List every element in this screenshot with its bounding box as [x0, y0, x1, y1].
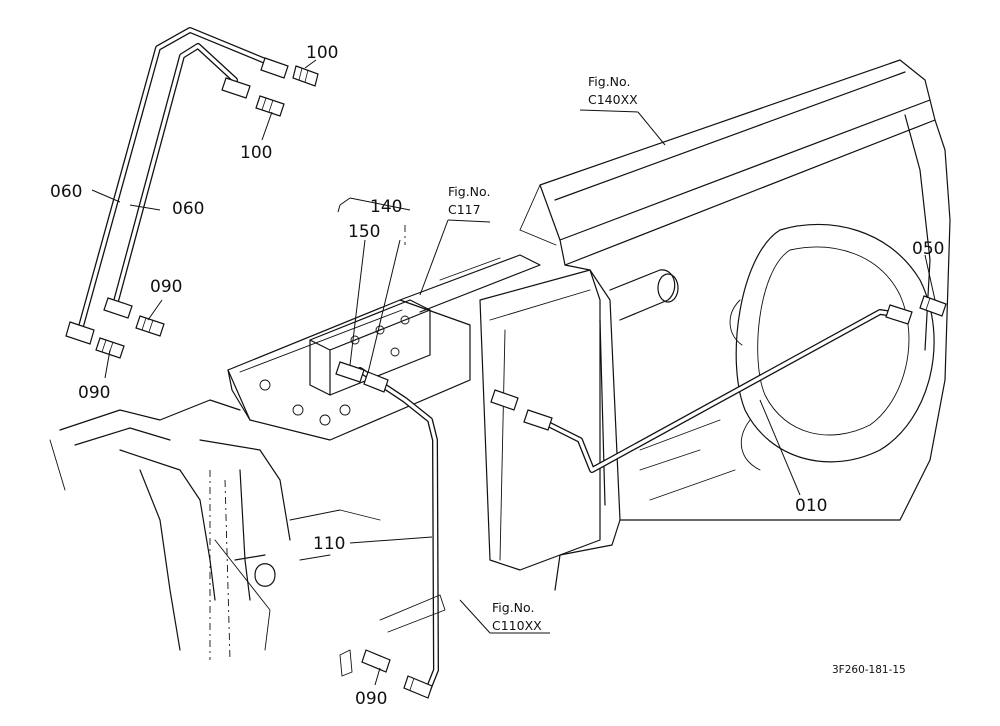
fittings — [65, 57, 947, 699]
control-valve-assembly — [227, 254, 541, 441]
callout-100-top: 100 — [306, 43, 338, 63]
union-100-mid — [221, 77, 285, 117]
callouts: 100 100 060 060 140 150 090 090 090 110 … — [50, 43, 944, 709]
union-100-top — [260, 57, 319, 87]
fig-ref-c110-line1: Fig.No. — [492, 600, 534, 615]
callout-100-mid: 100 — [240, 143, 272, 163]
callout-110: 110 — [313, 534, 345, 554]
figure-references: Fig.No. C140XX Fig.No. C117 Fig.No. C110… — [448, 74, 638, 633]
fitting-case-mid — [490, 389, 553, 431]
callout-150: 150 — [348, 222, 380, 242]
rear-frame — [49, 399, 381, 661]
leader-lines — [91, 59, 936, 686]
pipe-060-pair — [77, 27, 278, 333]
fig-ref-c140-line2: C140XX — [588, 92, 638, 107]
fig-ref-c117-line2: C117 — [448, 202, 481, 217]
callout-090-bottom: 090 — [355, 689, 387, 709]
elbow-050 — [885, 295, 947, 325]
union-060-right-end — [103, 297, 165, 337]
callout-060-right: 060 — [172, 199, 204, 219]
fig-ref-c140-line1: Fig.No. — [588, 74, 630, 89]
callout-050: 050 — [912, 239, 944, 259]
callout-090-left: 090 — [78, 383, 110, 403]
pipe-110 — [357, 367, 439, 693]
fitting-150 — [335, 361, 389, 393]
fig-ref-c110-line2: C110XX — [492, 618, 542, 633]
callout-060-left: 060 — [50, 182, 82, 202]
callout-010: 010 — [795, 496, 827, 516]
callout-090-right: 090 — [150, 277, 182, 297]
transmission-case — [479, 59, 951, 591]
callout-140: 140 — [370, 197, 402, 217]
union-090-bottom — [361, 649, 433, 699]
pipe-010 — [537, 309, 903, 473]
document-id: 3F260-181-15 — [832, 664, 906, 676]
union-060-left-end — [65, 321, 125, 359]
fig-ref-c117-line1: Fig.No. — [448, 184, 490, 199]
